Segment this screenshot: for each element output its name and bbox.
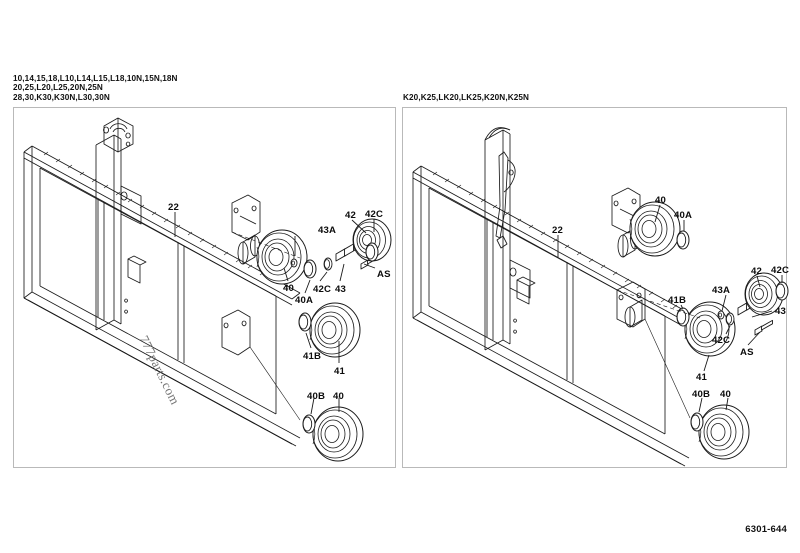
callout-41b: 41B <box>303 351 322 362</box>
callout-r-42c-2: 42C <box>712 335 731 346</box>
callout-r-42c: 42C <box>771 265 790 276</box>
panel-right-model-list: K20,K25,LK20,LK25,K20N,K25N <box>403 93 530 102</box>
callout-43: 43 <box>335 284 346 295</box>
callout-41: 41 <box>334 366 345 377</box>
callout-r-40b: 40B <box>692 389 711 400</box>
panel-left-model-list: 10,14,15,18,L10,L14,L15,L18,10N,15N,18N … <box>13 74 178 102</box>
callout-r-41: 41 <box>696 372 707 383</box>
callout-43a: 43A <box>318 225 337 236</box>
callout-40b: 40B <box>307 391 326 402</box>
callout-r-40: 40 <box>655 195 666 206</box>
callout-r-40a: 40A <box>674 210 693 221</box>
callout-42: 42 <box>345 210 356 221</box>
callout-as: AS <box>377 269 391 280</box>
callout-r-40-2: 40 <box>720 389 731 400</box>
callout-40a: 40A <box>295 295 314 306</box>
callout-42c: 42C <box>365 209 384 220</box>
callout-r-as: AS <box>740 347 754 358</box>
callout-40-2: 40 <box>333 391 344 402</box>
callout-r-22: 22 <box>552 225 563 236</box>
drawing-code: 6301-644 <box>745 524 787 535</box>
callout-40: 40 <box>283 283 294 294</box>
callout-r-43a: 43A <box>712 285 731 296</box>
callout-22: 22 <box>168 202 179 213</box>
callout-r-43: 43 <box>775 306 786 317</box>
callout-r-41b: 41B <box>668 295 687 306</box>
callout-r-42: 42 <box>751 266 762 277</box>
callout-42c-2: 42C <box>313 284 332 295</box>
